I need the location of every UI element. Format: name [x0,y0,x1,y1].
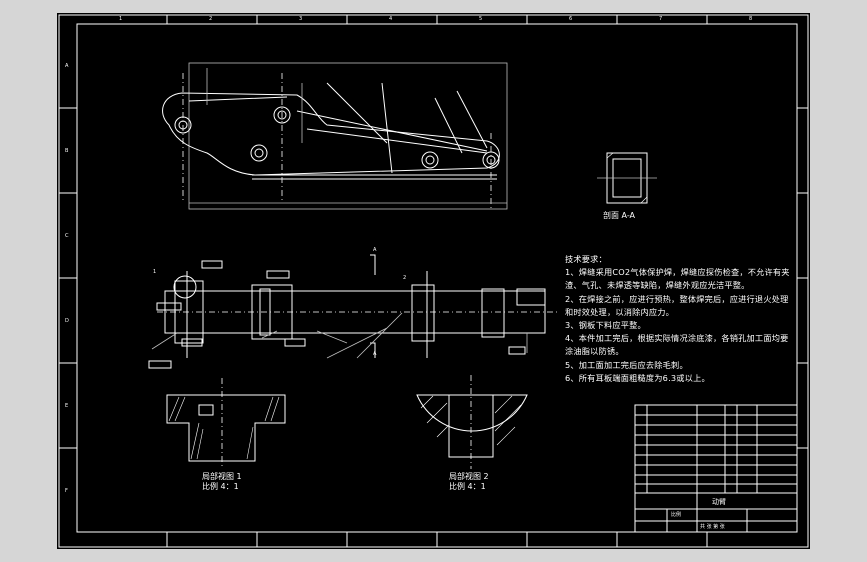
tech-requirements: 技术要求： 1、焊缝采用CO2气体保护焊，焊缝应探伤检查，不允许有夹 渣、气孔、… [565,253,790,385]
detail-view-1-scale: 比例 4：1 [202,482,239,491]
tech-line: 6、所有耳板端面粗糙度为6.3或以上。 [565,372,710,383]
tech-line: 3、钢板下料应平整。 [565,320,646,331]
tech-line: 和时效处理，以消除内应力。 [565,306,675,317]
grid-label-side: E [65,403,69,409]
grid-label-side: A [65,63,69,69]
tech-requirements-heading: 技术要求： [565,254,607,264]
grid-label-top: 1 [119,16,123,22]
detail-view-2-title: 局部视图 2 [449,472,489,481]
grid-label-top: 8 [749,16,753,22]
detail-view-1 [166,378,286,468]
tech-line: 渣、气孔、未焊透等缺陷，焊缝外观应光洁平整。 [565,280,750,291]
title-block-part-name: 动臂 [712,498,726,506]
title-block-sheet-label: 共 张 第 张 [700,524,725,530]
grid-label-side: D [65,318,69,324]
top-view-boom [148,254,557,369]
grid-label-top: 3 [299,16,303,22]
parts-list-table [634,404,798,494]
outer-border [58,14,809,548]
cad-drawing-canvas [58,14,809,548]
callout-2: 2 [403,275,407,281]
zone-ticks [59,15,808,547]
detail-view-1-title: 局部视图 1 [202,472,242,481]
callout-1: 1 [153,269,157,275]
title-block [634,492,798,533]
section-a-a-label: 剖面 A-A [603,211,636,220]
tech-line: 2、在焊接之前，应进行预热，整体焊完后，应进行退火处理 [565,293,789,304]
grid-label-top: 2 [209,16,213,22]
drawing-sheet: { "drawing": { "section_view_label": "剖面… [57,13,810,549]
grid-label-side: F [65,488,68,494]
tech-line: 涂油脂以防锈。 [565,346,624,357]
title-block-scale-label: 比例 [671,512,682,518]
tech-line: 4、本件加工完后，根据实际情况涂底漆，各销孔加工面均要 [565,333,789,344]
callout-a-bottom: A [373,351,377,357]
grid-label-top: 5 [479,16,483,22]
grid-label-top: 7 [659,16,663,22]
grid-label-top: 6 [569,16,573,22]
tech-line: 5、加工面加工完后应去除毛刺。 [565,359,688,370]
callout-a-top: A [373,247,377,253]
tech-line: 1、焊缝采用CO2气体保护焊，焊缝应探伤检查，不允许有夹 [565,267,790,278]
section-a-a-view [597,152,657,204]
grid-label-side: B [65,148,69,154]
grid-label-top: 4 [389,16,393,22]
detail-view-2 [416,375,528,469]
front-view-boom [162,62,508,210]
detail-view-2-scale: 比例 4：1 [449,482,486,491]
grid-label-side: C [65,233,69,239]
